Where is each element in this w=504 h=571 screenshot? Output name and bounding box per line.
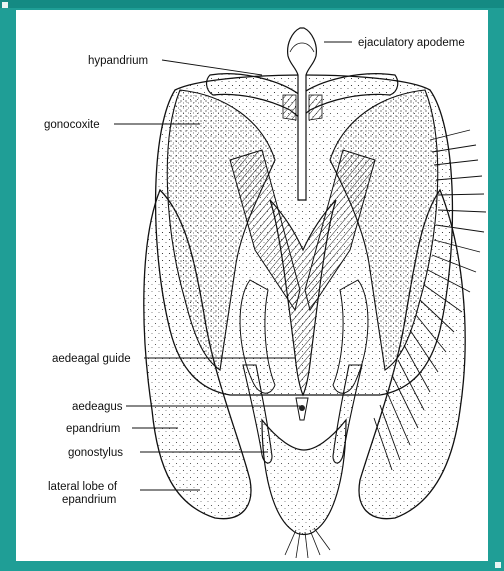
aedeagus xyxy=(296,398,308,420)
label-ejaculatory-apodeme: ejaculatory apodeme xyxy=(358,37,465,49)
label-lateral-lobe-line1: lateral lobe of xyxy=(48,481,118,493)
label-gonostylus: gonostylus xyxy=(68,447,123,459)
label-lateral-lobe-line2: epandrium xyxy=(62,494,116,506)
label-aedeagus: aedeagus xyxy=(72,401,123,413)
label-epandrium: epandrium xyxy=(66,423,120,435)
label-gonocoxite: gonocoxite xyxy=(44,119,100,131)
lower-central-lobe xyxy=(262,420,346,535)
label-aedeagal-guide: aedeagal guide xyxy=(52,353,131,365)
label-hypandrium: hypandrium xyxy=(88,55,148,67)
